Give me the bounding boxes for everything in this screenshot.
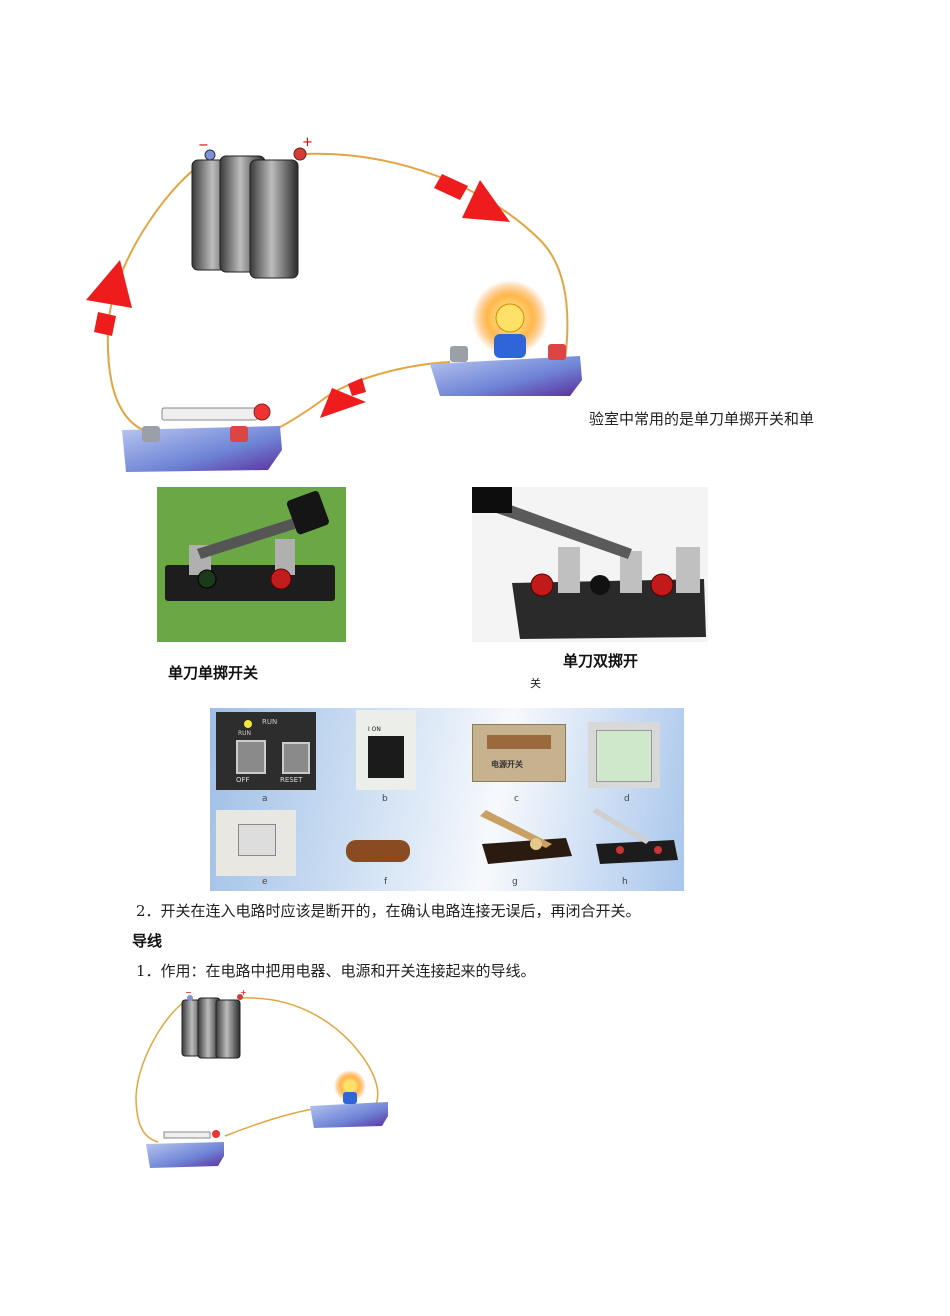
note-switch-open: 2．开关在连入电路时应该是断开的，在确认电路连接无误后，再闭合开关。	[136, 902, 641, 920]
off-label: OFF	[236, 776, 250, 784]
grid-label-f: f	[384, 877, 388, 887]
grid-label-e: e	[262, 877, 268, 887]
power-switch-plate: 电源开关	[491, 760, 523, 769]
battery-minus-label: −	[198, 138, 209, 153]
circuit-diagram-large: − +	[86, 135, 582, 472]
spdt-caption-overflow: 关	[530, 677, 541, 690]
spdt-switch-photo	[472, 487, 708, 642]
battery-plus-label: +	[302, 135, 313, 150]
reset-label: RESET	[280, 776, 303, 784]
switch-c-image: 电源开关	[472, 724, 566, 782]
battery-minus-label-small: −	[185, 988, 192, 997]
switch-e-image	[216, 810, 296, 876]
battery-plus-label-small: +	[240, 988, 247, 997]
breaker-on-label: I ON	[368, 726, 381, 733]
switch-d-image	[588, 722, 660, 788]
grid-label-c: c	[514, 794, 519, 804]
switch-types-grid: RUN RUN OFF RESET I ON 电源开关 a b c d e	[210, 708, 684, 891]
run-label: RUN	[262, 718, 278, 726]
switch-b-image: I ON	[356, 710, 416, 790]
grid-label-h: h	[622, 877, 628, 887]
note-wire-function: 1．作用：在电路中把用电器、电源和开关连接起来的导线。	[136, 962, 536, 980]
section-heading-wire: 导线	[132, 932, 163, 950]
lamp-icon	[310, 1070, 388, 1128]
grid-label-g: g	[512, 877, 518, 887]
switch-a-image: RUN RUN OFF RESET	[216, 712, 316, 790]
current-arrow	[86, 174, 510, 418]
switch-icon	[146, 1130, 224, 1168]
battery-icon	[191, 147, 307, 279]
switch-g-image	[480, 810, 572, 864]
spst-caption: 单刀单掷开关	[168, 664, 259, 682]
spst-switch-photo	[157, 487, 346, 642]
battery-icon	[181, 994, 243, 1059]
body-text-partial: 验室中常用的是单刀单掷开关和单	[589, 410, 815, 428]
grid-label-a: a	[262, 794, 268, 804]
switch-f-image	[346, 840, 410, 862]
spdt-caption: 单刀双掷开	[563, 652, 639, 670]
switch-h-image	[592, 808, 678, 864]
circuit-diagram-small: − +	[135, 988, 388, 1168]
switch-icon	[122, 403, 282, 472]
lamp-icon	[430, 280, 582, 396]
run-label-2: RUN	[238, 730, 252, 737]
grid-label-b: b	[382, 794, 388, 804]
grid-label-d: d	[624, 794, 630, 804]
